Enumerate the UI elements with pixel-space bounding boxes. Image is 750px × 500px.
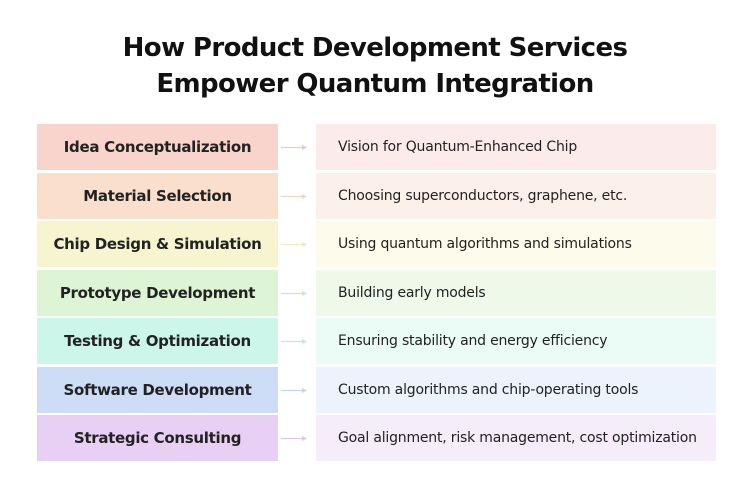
- stage-box: Idea Conceptualization: [37, 124, 278, 170]
- description-box: Building early models: [316, 269, 716, 316]
- arrow-right-icon: [281, 145, 307, 150]
- arrow-right-icon: [281, 242, 307, 247]
- description-box: Using quantum algorithms and simulations: [316, 221, 716, 267]
- stage-box: Testing & Optimization: [37, 318, 278, 364]
- arrow-right-icon: [281, 193, 307, 199]
- arrow-right-icon: [281, 290, 307, 296]
- stage-row: Idea Conceptualization Vision for Quantu…: [0, 124, 750, 170]
- page-title: How Product Development Services Empower…: [0, 30, 750, 102]
- title-line-1: How Product Development Services: [122, 33, 628, 63]
- stage-list: Idea Conceptualization Vision for Quantu…: [0, 124, 750, 464]
- stage-box: Chip Design & Simulation: [37, 221, 278, 267]
- stage-box: Material Selection: [37, 172, 278, 219]
- stage-row: Prototype Development Building early mod…: [0, 269, 750, 316]
- stage-box: Prototype Development: [37, 269, 278, 316]
- description-box: Ensuring stability and energy efficiency: [316, 318, 716, 364]
- stage-row: Testing & Optimization Ensuring stabilit…: [0, 318, 750, 364]
- stage-row: Software Development Custom algorithms a…: [0, 366, 750, 413]
- stage-box: Strategic Consulting: [37, 415, 278, 461]
- stage-row: Chip Design & Simulation Using quantum a…: [0, 221, 750, 267]
- description-box: Choosing superconductors, graphene, etc.: [316, 172, 716, 219]
- stage-box: Software Development: [37, 366, 278, 413]
- stage-row: Strategic Consulting Goal alignment, ris…: [0, 415, 750, 461]
- description-box: Vision for Quantum-Enhanced Chip: [316, 124, 716, 170]
- title-line-2: Empower Quantum Integration: [156, 69, 594, 99]
- description-box: Custom algorithms and chip-operating too…: [316, 366, 716, 413]
- arrow-right-icon: [281, 387, 307, 393]
- arrow-right-icon: [281, 436, 307, 441]
- stage-row: Material Selection Choosing superconduct…: [0, 172, 750, 219]
- arrow-right-icon: [281, 339, 307, 344]
- description-box: Goal alignment, risk management, cost op…: [316, 415, 716, 461]
